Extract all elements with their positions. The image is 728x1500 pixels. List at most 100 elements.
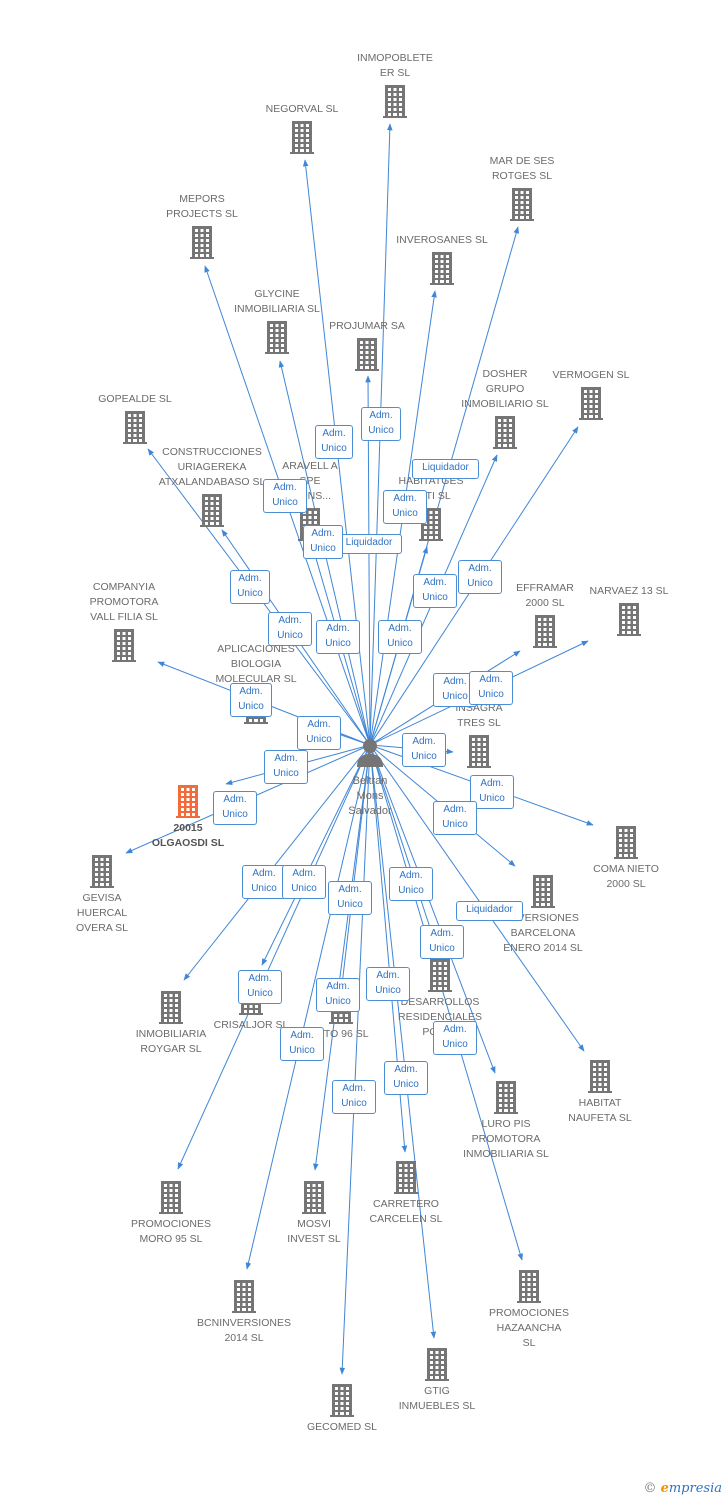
relation-tag: Adm. Unico [230, 683, 272, 717]
relation-tag: Adm. Unico [268, 612, 312, 646]
building-icon [112, 629, 136, 662]
relation-tag: Adm. Unico [366, 967, 410, 1001]
edge-c28 [369, 744, 496, 1074]
relation-tag: Adm. Unico [230, 570, 270, 604]
building-icon [394, 1161, 418, 1194]
company-name: INMOPOBLETE ER SL [357, 52, 433, 79]
relation-tag: Adm. Unico [384, 1061, 428, 1095]
company-name: PROJUMAR SA [329, 320, 405, 332]
building-icon [232, 1280, 256, 1313]
building-icon [383, 85, 407, 118]
relation-tag: Adm. Unico [282, 865, 326, 899]
building-icon [265, 321, 289, 354]
building-icon [428, 959, 452, 992]
building-icon [494, 1081, 518, 1114]
relation-tag: Adm. Unico [297, 716, 341, 750]
relation-tag: Adm. Unico [264, 750, 308, 784]
relation-tag: Adm. Unico [316, 978, 360, 1012]
building-icon [302, 1181, 326, 1214]
edge-c25 [339, 744, 371, 986]
relation-tag: Liquidador [336, 534, 402, 554]
building-icon [533, 615, 557, 648]
brand-watermark: © empresia [643, 1481, 722, 1496]
relation-tag: Adm. Unico [402, 733, 446, 767]
company-name: EFFRAMAR 2000 SL [516, 582, 574, 609]
relation-tag: Adm. Unico [469, 671, 513, 705]
building-icon [90, 855, 114, 888]
building-icon [330, 1384, 354, 1417]
edge-c30 [313, 744, 371, 1171]
edge-c34 [369, 744, 437, 1339]
company-name: BCNINVERSIONES 2014 SL [197, 1317, 291, 1344]
company-name: MAR DE SES ROTGES SL [489, 155, 555, 182]
company-name: GLYCINE INMOBILIARIA SL [234, 288, 320, 315]
company-name: LURO PIS PROMOTORA INMOBILIARIA SL [463, 1118, 549, 1160]
building-icon [159, 991, 183, 1024]
edge-c33 [369, 744, 523, 1261]
building-icon [588, 1060, 612, 1093]
edge-c29 [177, 744, 371, 1170]
person-icon [357, 739, 383, 767]
company-name: NEGORVAL SL [265, 103, 339, 115]
edge-c23 [183, 744, 371, 981]
brand-logo-e: e [660, 1481, 669, 1496]
building-icon [493, 416, 517, 449]
building-icon [614, 826, 638, 859]
relation-tag: Adm. Unico [470, 775, 514, 809]
relation-tag: Adm. Unico [315, 425, 353, 459]
building-icon [355, 338, 379, 371]
relation-tag: Adm. Unico [213, 791, 257, 825]
edge-c32 [245, 744, 371, 1270]
relation-tag: Adm. Unico [378, 620, 422, 654]
company-name: DOSHER GRUPO INMOBILIARIO SL [461, 368, 549, 410]
building-icon [510, 188, 534, 221]
person-name: Beltran Mons Salvador [348, 775, 392, 817]
building-icon [290, 121, 314, 154]
company-name: CONSTRUCCIONES URIAGEREKA ATXALANDABASO … [158, 446, 266, 488]
building-icon [430, 252, 454, 285]
building-icon [531, 875, 555, 908]
company-name: INMOBILIARIA ROYGAR SL [135, 1028, 207, 1055]
building-icon [467, 735, 491, 768]
relation-tag: Adm. Unico [303, 525, 343, 559]
company-name: INVEROSANES SL [396, 234, 488, 246]
building-icon [190, 226, 214, 259]
edge-c24 [261, 744, 371, 966]
brand-logo-text: mpresia [668, 1481, 722, 1496]
relation-tag: Adm. Unico [238, 970, 282, 1004]
company-name: INVERSIONES BARCELONA ENERO 2014 SL [503, 912, 583, 954]
company-name: MEPORS PROJECTS SL [166, 193, 238, 220]
building-icon [517, 1270, 541, 1303]
relation-tag: Adm. Unico [263, 479, 307, 513]
company-name: PROMOCIONES HAZAANCHA SL [489, 1307, 569, 1349]
company-name: PROMOCIONES MORO 95 SL [131, 1218, 211, 1245]
company-name: GECOMED SL [306, 1421, 377, 1433]
building-icon [579, 387, 603, 420]
relation-tag: Liquidador [412, 459, 479, 479]
company-name: GTIG INMUEBLES SL [398, 1385, 476, 1412]
relation-tag: Adm. Unico [458, 560, 502, 594]
building-icon [200, 494, 224, 527]
building-icon [159, 1181, 183, 1214]
relation-tag: Adm. Unico [433, 1021, 477, 1055]
edge-c27 [369, 744, 585, 1052]
relation-tag: Adm. Unico [420, 925, 464, 959]
relation-tag: Adm. Unico [433, 801, 477, 835]
company-name: HABITAT NAUFETA SL [568, 1097, 632, 1124]
relation-tag: Adm. Unico [280, 1027, 324, 1061]
company-name: DESARROLLOS RESIDENCIALES PORTA [397, 996, 483, 1038]
company-name: VERMOGEN SL [552, 369, 630, 381]
relation-tag: Adm. Unico [383, 490, 427, 524]
copyright-symbol: © [643, 1481, 657, 1496]
edge-c26 [369, 744, 439, 953]
building-icon [176, 785, 200, 818]
relation-tag: Adm. Unico [316, 620, 360, 654]
relation-tag: Adm. Unico [413, 574, 457, 608]
relation-tag: Adm. Unico [242, 865, 286, 899]
company-name: 20015 OLGAOSDI SL [151, 822, 225, 849]
company-name: NARVAEZ 13 SL [589, 585, 669, 597]
company-name: CARRETERO CARCELEN SL [369, 1198, 443, 1225]
building-icon [617, 603, 641, 636]
edge-c35 [339, 744, 371, 1375]
